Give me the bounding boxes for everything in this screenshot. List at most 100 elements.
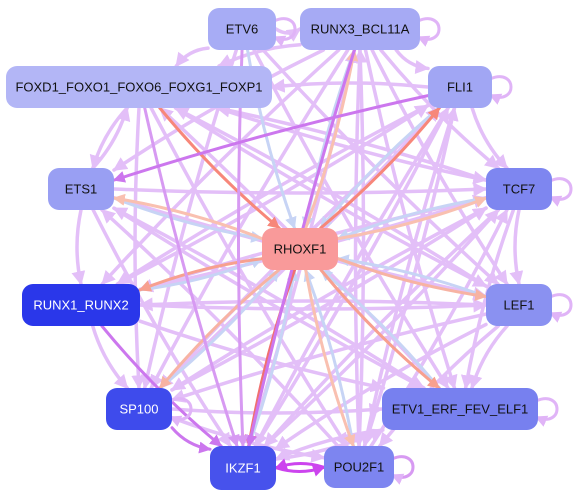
edge-runx1_runx2-to-rhoxf1 [138, 257, 264, 292]
node-box [382, 388, 538, 430]
node-runx1-runx2[interactable]: RUNX1_RUNX2 [22, 284, 140, 326]
node-label: POU2F1 [334, 460, 385, 475]
edge-etv1-to-rhoxf1 [319, 268, 441, 390]
edge-ets1-to-foxd1 [91, 106, 131, 170]
node-fli1[interactable]: FLI1 [428, 66, 492, 108]
node-ikzf1[interactable]: IKZF1 [210, 446, 276, 490]
node-foxd1[interactable]: FOXD1_FOXO1_FOXO6_FOXG1_FOXP1 [6, 66, 272, 108]
node-tcf7[interactable]: TCF7 [486, 168, 552, 210]
edge-fli1-to-ikzf1 [253, 106, 450, 448]
edge-pou2f1-to-ets1 [100, 208, 340, 448]
node-box [208, 8, 276, 50]
edge-etv6-to-etv1 [252, 48, 450, 390]
node-pou2f1[interactable]: POU2F1 [324, 446, 394, 488]
node-label: RHOXF1 [274, 242, 327, 257]
node-runx3-bcl11a[interactable]: RUNX3_BCL11A [300, 8, 420, 50]
node-etv6[interactable]: ETV6 [208, 8, 276, 50]
edge-lef1-to-rhoxf1 [336, 254, 488, 299]
edge-runx3_bcl11a-to-sp100 [149, 48, 350, 390]
edge-lef1-to-etv1 [468, 324, 509, 390]
edge-lef1-to-ikzf1 [274, 322, 488, 451]
node-label: IKZF1 [225, 461, 260, 476]
node-box [210, 446, 276, 490]
node-box [300, 8, 420, 50]
edge-rhoxf1-to-pou2f1 [304, 268, 356, 448]
node-box [486, 284, 552, 326]
edge-foxd1-to-sp100 [131, 106, 146, 390]
node-label: TCF7 [503, 182, 536, 197]
edge-etv6-to-lef1 [261, 48, 500, 286]
self-loop-lef1 [548, 293, 573, 323]
node-box [22, 284, 140, 326]
edge-sp100-to-ikzf1 [170, 426, 212, 454]
node-etv1[interactable]: ETV1_ERF_FEV_ELF1 [382, 388, 538, 430]
edge-ets1-to-rhoxf1 [112, 196, 264, 243]
edge-foxd1-to-lef1 [173, 106, 488, 288]
edge-runx1_runx2-to-etv1 [138, 319, 386, 393]
edge-ets1-to-runx1_runx2 [71, 208, 86, 286]
edge-ikzf1-to-rhoxf1 [247, 268, 299, 448]
node-label: RUNX1_RUNX2 [33, 298, 128, 313]
node-label: RUNX3_BCL11A [311, 22, 410, 37]
edge-pou2f1-to-fli1 [362, 106, 459, 448]
edge-runx3_bcl11a-to-fli1 [394, 48, 430, 74]
edge-rhoxf1-to-ets1 [112, 193, 264, 241]
edge-etv1-to-ets1 [112, 206, 426, 390]
node-ets1[interactable]: ETS1 [48, 168, 114, 210]
edge-foxd1-to-ikzf1 [143, 106, 240, 448]
edge-rhoxf1-to-runx3_bcl11a [304, 48, 359, 230]
edge-runx3_bcl11a-to-foxd1 [217, 42, 302, 68]
edge-ikzf1-to-fli1 [253, 106, 450, 448]
node-box [6, 66, 272, 108]
edge-pou2f1-to-rhoxf1 [303, 268, 355, 448]
node-label: FLI1 [447, 80, 473, 95]
node-layer: ETV6 RUNX3_BCL11A FOXD1_FOXO1_FOXO6_FOXG1_… [6, 8, 552, 490]
edge-tcf7-to-foxd1 [215, 103, 488, 182]
edge-tcf7-to-lef1 [509, 208, 524, 286]
edge-tcf7-to-rhoxf1 [336, 196, 488, 241]
edge-runx3_bcl11a-to-etv1 [363, 48, 458, 390]
node-sp100[interactable]: SP100 [106, 388, 172, 430]
edge-fli1-to-tcf7 [470, 106, 509, 170]
node-box [48, 168, 114, 210]
edge-pou2f1-to-ikzf1 [274, 458, 326, 470]
self-loop-layer [168, 17, 573, 485]
node-box [428, 66, 492, 108]
node-box [262, 228, 338, 270]
node-label: SP100 [119, 402, 158, 417]
self-loop-fli1 [488, 75, 513, 105]
edge-fli1-to-rhoxf1 [319, 106, 441, 230]
edge-rhoxf1-to-fli1 [319, 106, 441, 230]
edge-sp100-to-tcf7 [170, 206, 488, 392]
node-box [324, 446, 394, 488]
node-label: ETV6 [226, 22, 259, 37]
edge-rhoxf1-to-sp100 [158, 268, 281, 390]
edge-etv6-to-foxd1 [174, 46, 210, 68]
edge-fli1-to-foxd1 [270, 78, 430, 93]
edge-pou2f1-to-runx3_bcl11a [353, 48, 368, 448]
edge-etv6-to-runx3_bcl11a [274, 27, 302, 42]
edge-rhoxf1-to-etv1 [319, 268, 441, 390]
node-label: FOXD1_FOXO1_FOXO6_FOXG1_FOXP1 [15, 80, 262, 95]
node-rhoxf1[interactable]: RHOXF1 [262, 228, 338, 270]
self-loop-etv6 [272, 17, 297, 47]
edge-foxd1-to-rhoxf1 [158, 106, 281, 230]
edge-rhoxf1-to-lef1 [336, 257, 488, 301]
self-loop-sp100 [168, 397, 193, 427]
edge-rhoxf1-to-runx1_runx2 [138, 257, 264, 292]
edge-runx3_bcl11a-to-pou2f1 [351, 48, 366, 448]
node-box [106, 388, 172, 430]
node-lef1[interactable]: LEF1 [486, 284, 552, 326]
node-label: ETS1 [65, 182, 98, 197]
edge-rhoxf1-to-tcf7 [336, 196, 488, 241]
edge-lef1-to-foxd1 [173, 106, 488, 288]
edge-ets1-to-ikzf1 [91, 208, 232, 448]
edge-etv6-to-ikzf1 [236, 48, 249, 448]
node-box [486, 168, 552, 210]
node-label: LEF1 [503, 298, 534, 313]
edge-ikzf1-to-pou2f1 [274, 465, 326, 477]
self-loop-etv1 [534, 397, 559, 427]
node-label: ETV1_ERF_FEV_ELF1 [392, 402, 529, 417]
